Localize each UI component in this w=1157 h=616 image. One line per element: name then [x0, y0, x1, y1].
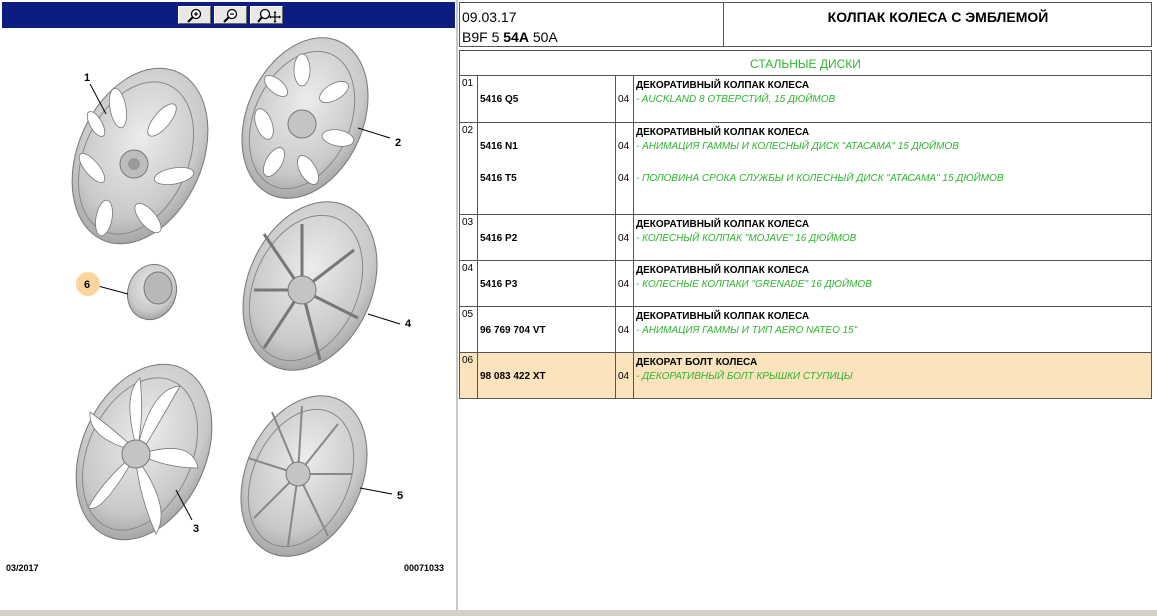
quantity: 04: [618, 141, 630, 152]
part-number-cell: 5416 N1 5416 T5: [478, 123, 616, 214]
zoom-move-icon: [257, 8, 281, 23]
description-cell: ДЕКОРАТИВНЫЙ КОЛПАК КОЛЕСА - AUCKLAND 8 …: [634, 76, 1151, 122]
part-title: ДЕКОРАТИВНЫЙ КОЛПАК КОЛЕСА: [636, 127, 810, 138]
parts-row-04[interactable]: 04 5416 P3 04 ДЕКОРАТИВНЫЙ КОЛПАК КОЛЕСА…: [459, 261, 1152, 307]
part-description: - КОЛЕСНЫЕ КОЛПАКИ "GRENADE" 16 ДЮЙМОВ: [636, 279, 872, 290]
description-cell: ДЕКОРАТИВНЫЙ КОЛПАК КОЛЕСА - КОЛЕСНЫЙ КО…: [634, 215, 1151, 260]
callout-2[interactable]: 2: [395, 137, 401, 149]
section-title: СТАЛЬНЫЕ ДИСКИ: [459, 50, 1152, 76]
quantity-cell: 04 04: [616, 123, 634, 214]
parts-row-06[interactable]: 06 98 083 422 XT 04 ДЕКОРАТ БОЛТ КОЛЕСА …: [459, 353, 1152, 399]
description-cell: ДЕКОРАТ БОЛТ КОЛЕСА - ДЕКОРАТИВНЫЙ БОЛТ …: [634, 353, 1151, 398]
part-description: - АНИМАЦИЯ ГАММЫ И ТИП AERO NATEO 15": [636, 325, 858, 336]
parts-row-02[interactable]: 02 5416 N1 5416 T5 04 04 ДЕКОРАТИВНЫЙ КО…: [459, 123, 1152, 215]
quantity-cell: 04: [616, 76, 634, 122]
hubcap-3: [75, 363, 213, 541]
part-number[interactable]: 5416 Q5: [480, 94, 519, 105]
parts-header: 09.03.17 B9F 5 54A 50A КОЛПАК КОЛЕСА С Э…: [459, 2, 1152, 47]
header-divider: [723, 3, 724, 46]
part-description: - ДЕКОРАТИВНЫЙ БОЛТ КРЫШКИ СТУПИЦЫ: [636, 371, 853, 382]
quantity: 04: [618, 371, 630, 382]
part-title: ДЕКОРАТИВНЫЙ КОЛПАК КОЛЕСА: [636, 311, 810, 322]
callout-6[interactable]: 6: [84, 279, 90, 291]
part-number-cell: 5416 P2: [478, 215, 616, 260]
callout-4[interactable]: 4: [405, 318, 412, 330]
part-number[interactable]: 5416 N1: [480, 141, 518, 152]
part-description: - ПОЛОВИНА СРОКА СЛУЖБЫ И КОЛЕСНЫЙ ДИСК …: [636, 173, 1004, 184]
part-description: - АНИМАЦИЯ ГАММЫ И КОЛЕСНЫЙ ДИСК "АТАСАМ…: [636, 141, 959, 152]
parts-row-05[interactable]: 05 96 769 704 VT 04 ДЕКОРАТИВНЫЙ КОЛПАК …: [459, 307, 1152, 353]
part-number-cell: 98 083 422 XT: [478, 353, 616, 398]
hub-bolt-6: [126, 263, 178, 321]
part-description: - AUCKLAND 8 ОТВЕРСТИЙ, 15 ДЮЙМОВ: [636, 94, 836, 105]
part-number-cell: 5416 P3: [478, 261, 616, 306]
row-number: 01: [460, 76, 478, 122]
part-number-cell: 5416 Q5: [478, 76, 616, 122]
part-title: ДЕКОРАТИВНЫЙ КОЛПАК КОЛЕСА: [636, 219, 810, 230]
part-number-cell: 96 769 704 VT: [478, 307, 616, 352]
part-title: ДЕКОРАТ БОЛТ КОЛЕСА: [636, 357, 758, 368]
page-title: КОЛПАК КОЛЕСА С ЭМБЛЕМОЙ: [827, 9, 1049, 25]
zoom-in-button[interactable]: [178, 6, 211, 24]
hubcap-4: [242, 201, 378, 371]
row-number: 05: [460, 307, 478, 352]
part-number[interactable]: 5416 T5: [480, 173, 517, 184]
header-code-a: B9F 5: [462, 29, 500, 45]
quantity: 04: [618, 94, 630, 105]
quantity-cell: 04: [616, 307, 634, 352]
diagram-number: 00071033: [404, 563, 445, 573]
callout-1[interactable]: 1: [84, 72, 90, 84]
hubcap-1: [71, 67, 209, 245]
zoom-out-button[interactable]: [214, 6, 247, 24]
zoom-toolbar: [2, 2, 455, 28]
window-bottom-border: [0, 610, 1157, 616]
row-number: 06: [460, 353, 478, 398]
part-number[interactable]: 5416 P2: [480, 233, 518, 244]
hubcap-5: [240, 395, 368, 557]
row-number: 04: [460, 261, 478, 306]
quantity: 04: [618, 325, 630, 336]
description-cell: ДЕКОРАТИВНЫЙ КОЛПАК КОЛЕСА - АНИМАЦИЯ ГА…: [634, 123, 1151, 214]
diagram-date: 03/2017: [6, 563, 39, 573]
parts-row-03[interactable]: 03 5416 P2 04 ДЕКОРАТИВНЫЙ КОЛПАК КОЛЕСА…: [459, 215, 1152, 261]
wheel-cover-diagram: 1 2 3 4 5 6: [71, 37, 412, 557]
zoom-in-icon: [187, 8, 202, 23]
quantity-cell: 04: [616, 261, 634, 306]
description-cell: ДЕКОРАТИВНЫЙ КОЛПАК КОЛЕСА - КОЛЕСНЫЕ КО…: [634, 261, 1151, 306]
zoom-pan-button[interactable]: [250, 6, 283, 24]
part-number[interactable]: 96 769 704 VT: [480, 325, 546, 336]
part-title: ДЕКОРАТИВНЫЙ КОЛПАК КОЛЕСА: [636, 265, 810, 276]
callout-5[interactable]: 5: [397, 490, 403, 502]
header-code-b: 54A: [503, 29, 529, 45]
panel-divider: [456, 0, 458, 616]
diagram-panel: 1 2 3 4 5 6 03/2017 00071033: [0, 0, 458, 616]
row-number: 03: [460, 215, 478, 260]
part-number[interactable]: 98 083 422 XT: [480, 371, 546, 382]
quantity: 04: [618, 279, 630, 290]
quantity-cell: 04: [616, 215, 634, 260]
zoom-out-icon: [223, 8, 238, 23]
hubcap-2: [241, 37, 369, 199]
part-title: ДЕКОРАТИВНЫЙ КОЛПАК КОЛЕСА: [636, 80, 810, 91]
part-description: - КОЛЕСНЫЙ КОЛПАК "MOJAVE" 16 ДЮЙМОВ: [636, 233, 857, 244]
parts-row-01[interactable]: 01 5416 Q5 04 ДЕКОРАТИВНЫЙ КОЛПАК КОЛЕСА…: [459, 76, 1152, 123]
header-code: B9F 5 54A 50A: [462, 29, 558, 45]
quantity: 04: [618, 173, 630, 184]
header-date: 09.03.17: [462, 9, 517, 25]
row-number: 02: [460, 123, 478, 214]
quantity: 04: [618, 233, 630, 244]
callout-3[interactable]: 3: [193, 523, 199, 535]
callout-6-highlight: [76, 272, 100, 296]
description-cell: ДЕКОРАТИВНЫЙ КОЛПАК КОЛЕСА - АНИМАЦИЯ ГА…: [634, 307, 1151, 352]
part-number[interactable]: 5416 P3: [480, 279, 518, 290]
header-code-c: 50A: [532, 29, 558, 45]
quantity-cell: 04: [616, 353, 634, 398]
